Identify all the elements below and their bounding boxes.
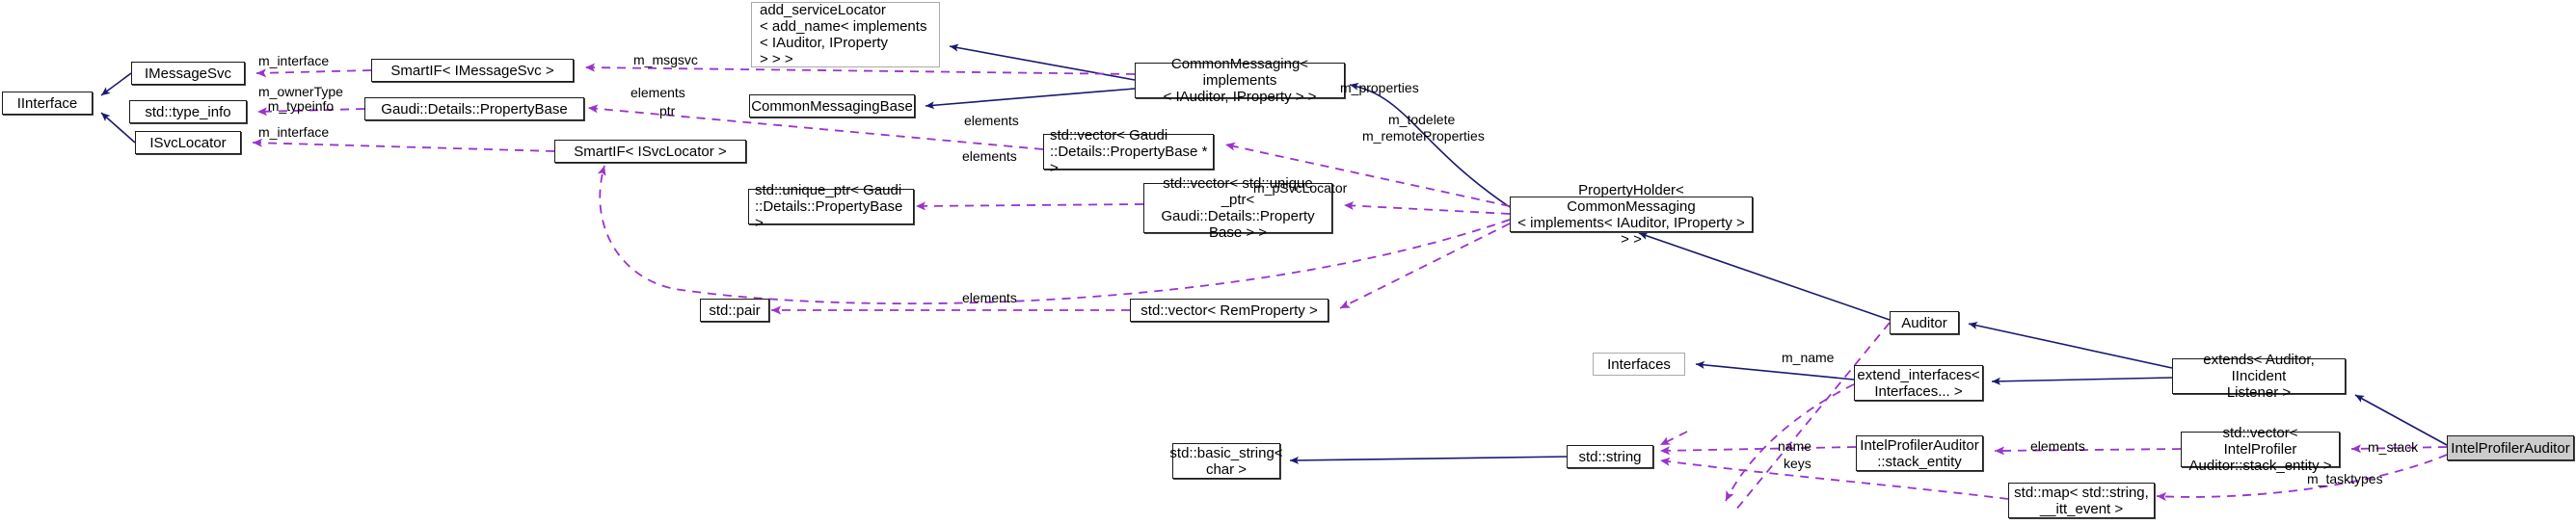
- node-iinterface[interactable]: IInterface: [2, 92, 93, 115]
- node-gaudi-details-propertybase[interactable]: Gaudi::Details::PropertyBase: [364, 97, 584, 120]
- edge-label-m-interface-messagesvc: m_interface: [258, 53, 330, 68]
- node-unique-ptr-propertybase[interactable]: std::unique_ptr< Gaudi ::Details::Proper…: [748, 182, 914, 231]
- node-intelprofilerauditor[interactable]: IntelProfilerAuditor: [2447, 435, 2574, 460]
- node-map-string-itt-event[interactable]: std::map< std::string, __itt_event >: [2008, 483, 2155, 518]
- node-std-pair[interactable]: std::pair: [700, 299, 769, 322]
- edge-label-m-msgsvc: m_msgsvc: [633, 52, 698, 67]
- node-commonmessagingbase[interactable]: CommonMessagingBase: [749, 94, 915, 118]
- node-auditor[interactable]: Auditor: [1890, 311, 1959, 334]
- edge-label-m-remoteproperties: m_remoteProperties: [1362, 128, 1485, 144]
- edge-label-elements-pair: elements: [962, 290, 1017, 305]
- usage-edges: [252, 63, 2448, 512]
- edge-label-name: name: [1778, 438, 1812, 454]
- edge-label-m-name: m_name: [1782, 350, 1835, 365]
- edge-label-elements-propertybase: elements: [631, 85, 685, 100]
- edge-label-elements-uniqueptr: elements: [964, 113, 1019, 128]
- node-std-type-info[interactable]: std::type_info: [129, 100, 247, 123]
- edge-label-keys: keys: [1784, 456, 1811, 471]
- edge-label-m-ownertype-typeinfo: m_ownerType m_typeinfo: [258, 84, 343, 114]
- edge-label-m-psvclocator: m_pSvcLocator: [1253, 180, 1348, 196]
- edge-label-m-stack: m_stack: [2368, 439, 2419, 455]
- node-std-string[interactable]: std::string: [1567, 445, 1653, 468]
- edge-label-m-interface-svclocator: m_interface: [258, 124, 330, 140]
- node-vector-stack-entity[interactable]: std::vector< IntelProfiler Auditor::stac…: [2181, 425, 2340, 474]
- node-interfaces[interactable]: Interfaces: [1593, 353, 1685, 376]
- edge-label-m-properties: m_properties: [1340, 80, 1419, 95]
- node-add-servicelocator[interactable]: add_serviceLocator < add_name< implement…: [751, 2, 940, 67]
- edge-label-m-todelete: m_todelete: [1388, 112, 1456, 127]
- edge-label-elements-vector-unique: elements: [962, 148, 1017, 164]
- node-vector-remproperty[interactable]: std::vector< RemProperty >: [1130, 299, 1328, 322]
- node-vector-propertybase-ptr[interactable]: std::vector< Gaudi ::Details::PropertyBa…: [1043, 127, 1214, 176]
- edge-label-m-tasktypes: m_tasktypes: [2307, 471, 2383, 486]
- node-propertyholder[interactable]: PropertyHolder< CommonMessaging < implem…: [1510, 182, 1753, 248]
- node-smartif-isvclocator[interactable]: SmartIF< ISvcLocator >: [554, 140, 746, 163]
- node-isvclocator[interactable]: ISvcLocator: [135, 131, 241, 154]
- node-smartif-imessagesvc[interactable]: SmartIF< IMessageSvc >: [371, 59, 574, 82]
- edge-label-elements-stack-entity: elements: [2030, 438, 2085, 454]
- node-extend-interfaces[interactable]: extend_interfaces< Interfaces... >: [1854, 365, 1983, 401]
- node-imessagesvc[interactable]: IMessageSvc: [131, 62, 245, 85]
- node-intelprofilerauditor-stack-entity[interactable]: IntelProfilerAuditor ::stack_entity: [1856, 435, 1983, 471]
- node-extends-auditor-iincidentlistener[interactable]: extends< Auditor, IIncident Listener >: [2172, 352, 2346, 401]
- node-basic-string-char[interactable]: std::basic_string< char >: [1169, 443, 1283, 479]
- node-commonmessaging[interactable]: CommonMessaging< implements < IAuditor, …: [1135, 56, 1345, 105]
- edge-label-ptr: ptr: [659, 103, 676, 118]
